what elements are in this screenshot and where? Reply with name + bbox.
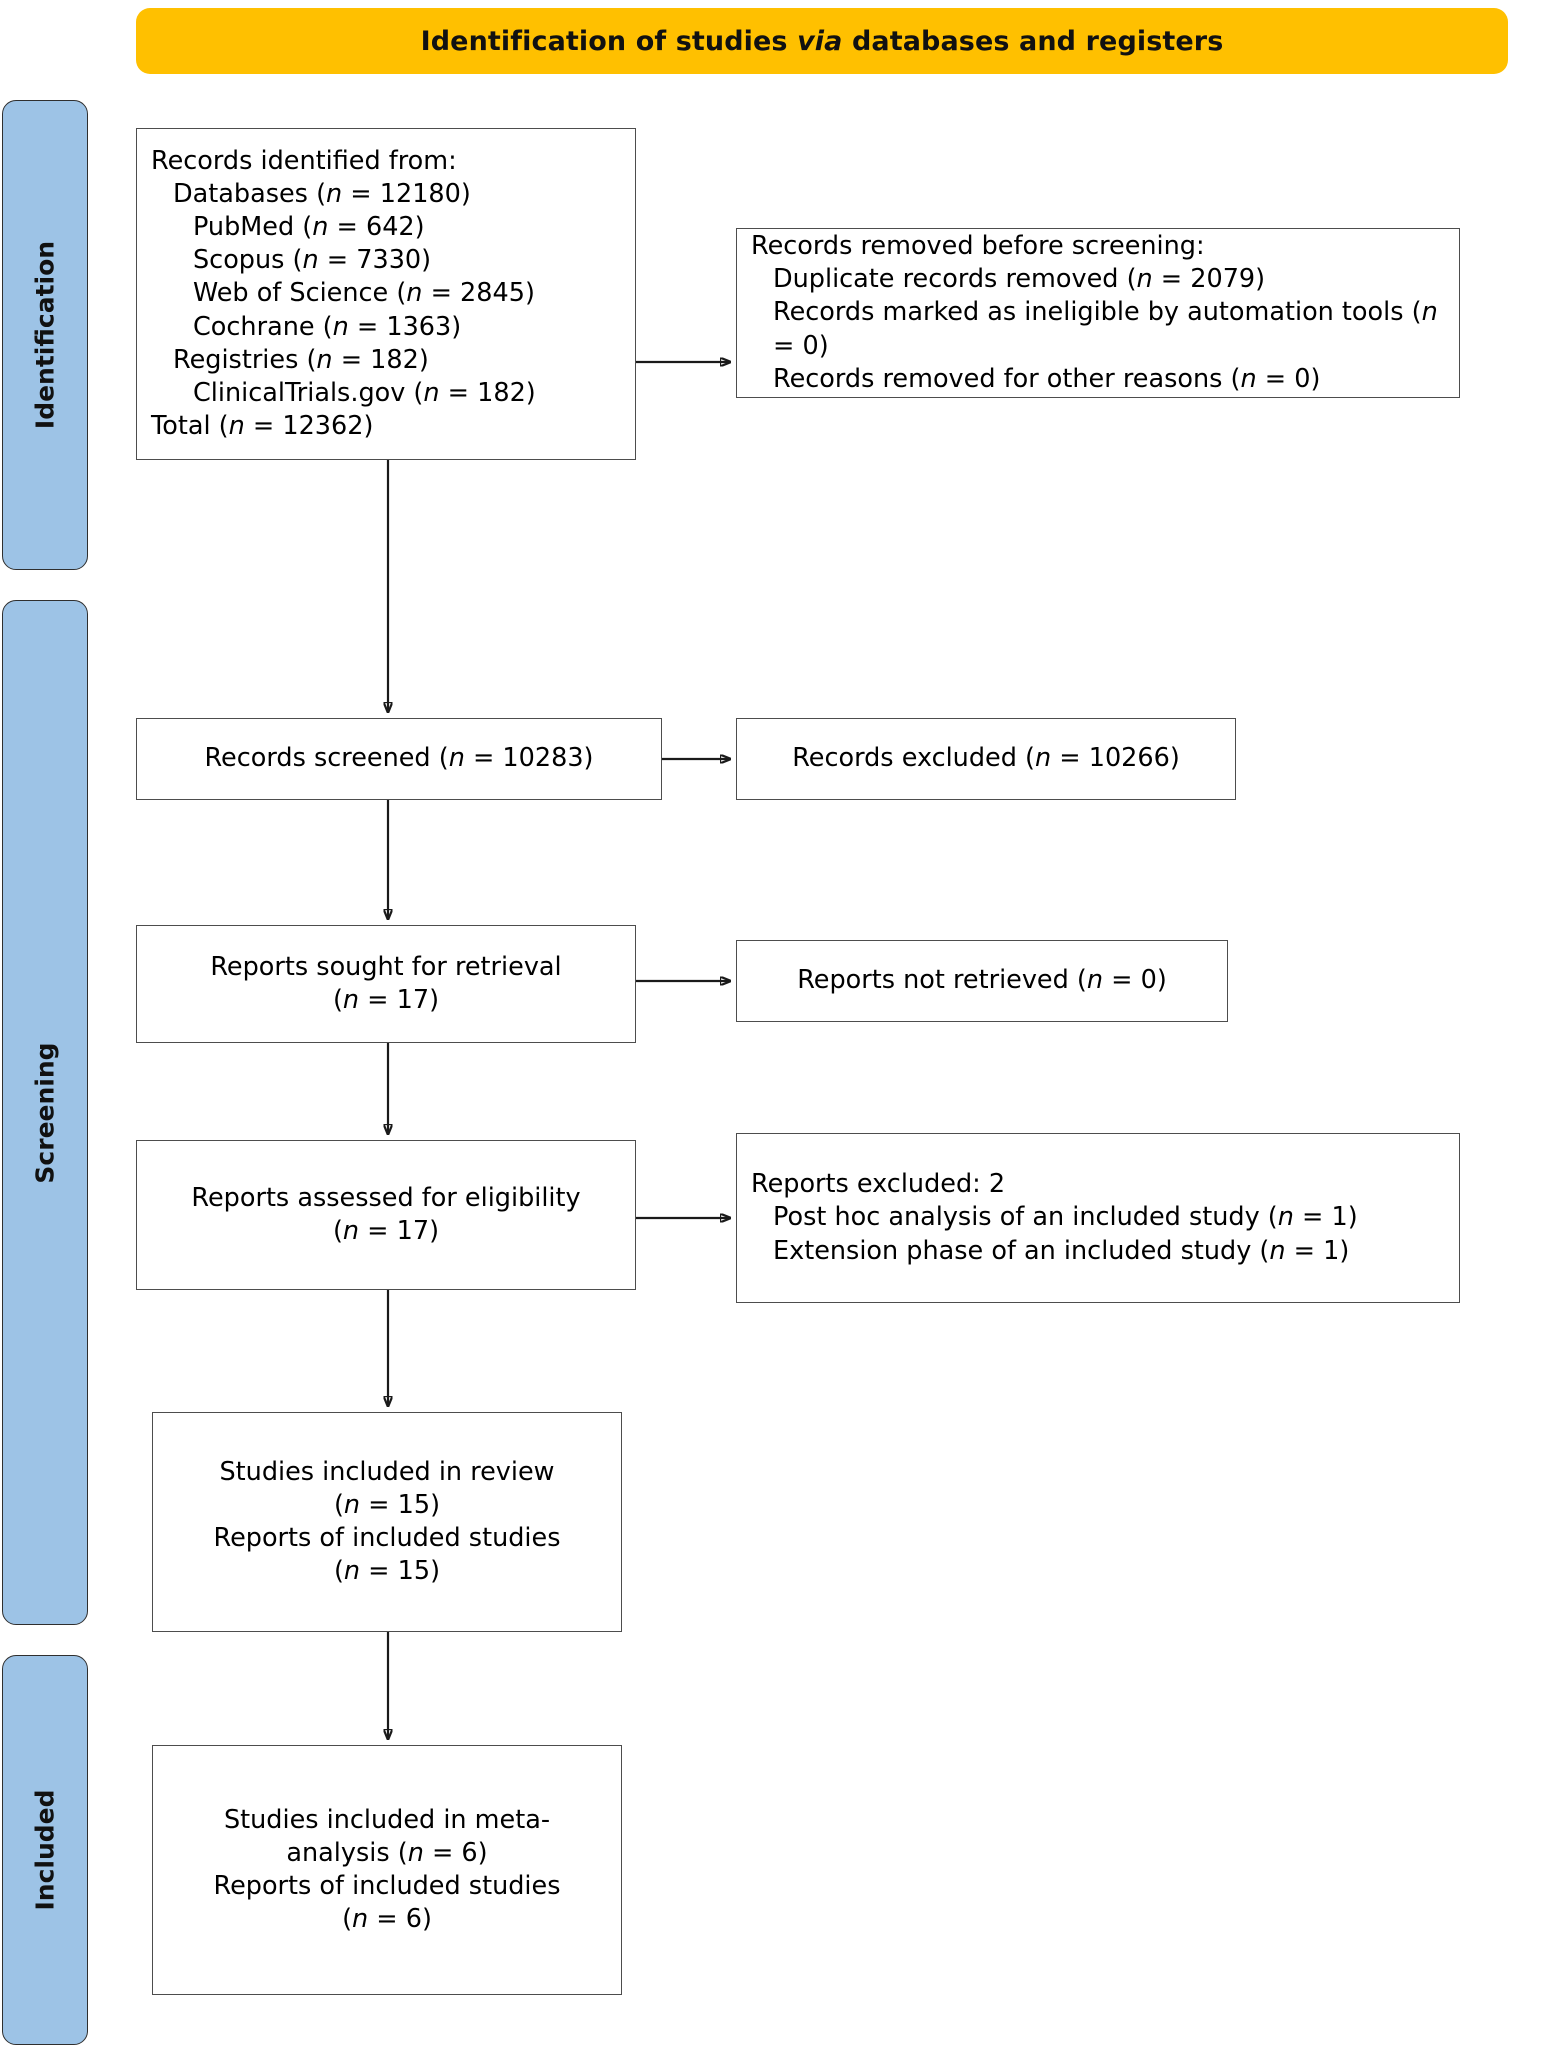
phase-tab-included: Included (2, 1655, 88, 2045)
line-reports-in-meta: Reports of included studies (213, 1871, 561, 1901)
line-post-hoc-analysis: Post hoc analysis of an included study (… (773, 1202, 1358, 1233)
line-databases: Databases (n = 12180) (173, 179, 471, 209)
line-reports-not-retrieved: Reports not retrieved (n = 0) (797, 965, 1167, 996)
line-extension-phase: Extension phase of an included study (n … (773, 1235, 1350, 1266)
line-reports-sought: Reports sought for retrieval (210, 951, 562, 982)
line-reports-in-review-n: (n = 15) (333, 1556, 441, 1587)
line-ineligible-automation: Records marked as ineligible by automati… (773, 297, 1438, 361)
box-records-excluded: Records excluded (n = 10266) (736, 718, 1236, 800)
title-italic-via: via (797, 25, 843, 57)
line-studies-in-review-n: (n = 15) (333, 1489, 441, 1520)
box-reports-excluded: Reports excluded: 2 Post hoc analysis of… (736, 1133, 1460, 1303)
line-records-excluded: Records excluded (n = 10266) (792, 743, 1180, 774)
line-reports-sought-n: (n = 17) (332, 985, 440, 1015)
page-title: Identification of studies via databases … (420, 25, 1224, 57)
line-web-of-science: Web of Science (n = 2845) (193, 278, 535, 309)
line-records-identified-from: Records identified from: (151, 145, 457, 176)
line-reports-in-review: Reports of included studies (213, 1523, 561, 1553)
box-records-identified: Records identified from: Databases (n = … (136, 128, 636, 460)
line-cochrane: Cochrane (n = 1363) (193, 311, 462, 342)
phase-label-screening: Screening (30, 1041, 60, 1184)
box-studies-included-in-review: Studies included in review (n = 15) Repo… (152, 1412, 622, 1632)
box-reports-sought-for-retrieval: Reports sought for retrieval (n = 17) (136, 925, 636, 1043)
line-reports-assessed-n: (n = 17) (332, 1216, 440, 1246)
box-reports-not-retrieved: Reports not retrieved (n = 0) (736, 940, 1228, 1022)
phase-label-identification: Identification (30, 240, 60, 430)
line-reports-excluded-heading: Reports excluded: 2 (751, 1169, 1006, 1200)
line-registries: Registries (n = 182) (173, 344, 429, 375)
line-studies-in-meta: Studies included in meta- (223, 1804, 551, 1835)
line-removed-heading: Records removed before screening: (751, 231, 1205, 262)
box-records-screened: Records screened (n = 10283) (136, 718, 662, 800)
line-pubmed: PubMed (n = 642) (193, 212, 425, 243)
phase-label-included: Included (30, 1789, 60, 1911)
line-duplicates-removed: Duplicate records removed (n = 2079) (773, 264, 1266, 295)
line-total-identified: Total (n = 12362) (151, 410, 374, 441)
line-reports-in-meta-n: (n = 6) (342, 1904, 432, 1935)
box-reports-assessed-for-eligibility: Reports assessed for eligibility (n = 17… (136, 1140, 636, 1290)
line-clinicaltrials: ClinicalTrials.gov (n = 182) (193, 377, 536, 408)
header-banner: Identification of studies via databases … (136, 8, 1508, 74)
line-reports-assessed: Reports assessed for eligibility (191, 1182, 581, 1213)
box-records-removed-before-screening: Records removed before screening: Duplic… (736, 228, 1460, 398)
phase-tab-identification: Identification (2, 100, 88, 570)
phase-tab-screening: Screening (2, 600, 88, 1625)
box-studies-included-in-meta-analysis: Studies included in meta- analysis (n = … (152, 1745, 622, 1995)
line-studies-in-meta-n: analysis (n = 6) (286, 1837, 488, 1868)
line-studies-in-review: Studies included in review (219, 1456, 555, 1487)
line-removed-other-reasons: Records removed for other reasons (n = 0… (773, 363, 1321, 394)
line-records-screened: Records screened (n = 10283) (204, 743, 594, 774)
line-scopus: Scopus (n = 7330) (193, 245, 432, 276)
